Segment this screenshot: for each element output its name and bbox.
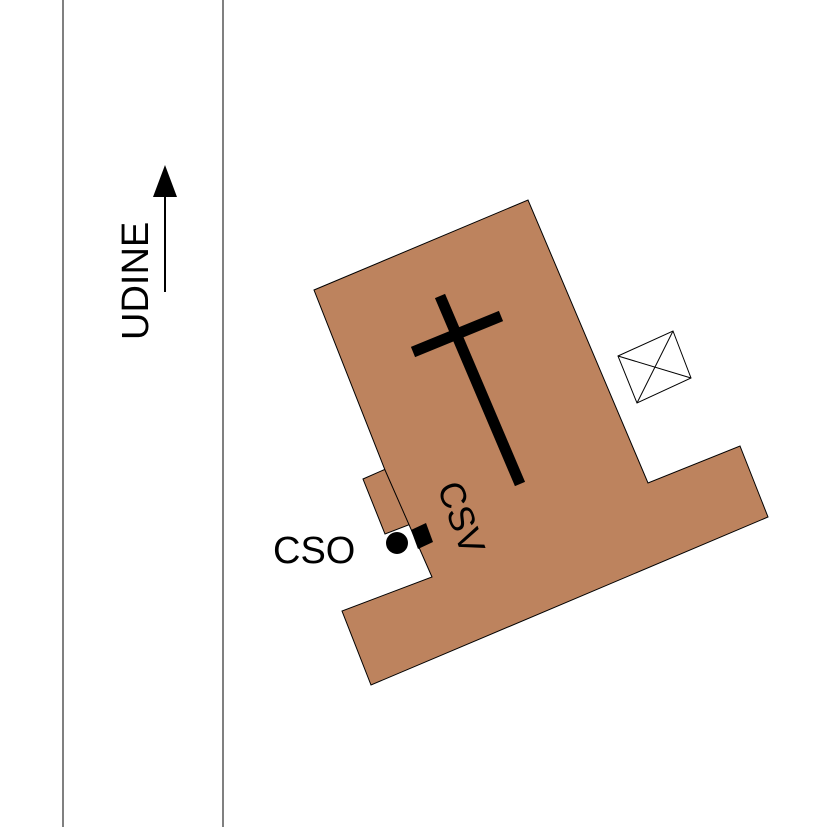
- north-arrow-icon: [153, 165, 177, 292]
- circle-marker-icon: [386, 532, 408, 554]
- road-direction-label: UDINE: [115, 222, 157, 340]
- marker-circle-label: CSO: [273, 530, 355, 572]
- cross-icon: [410, 293, 526, 487]
- church-building: [313, 199, 769, 686]
- square-marker-icon: [411, 523, 433, 549]
- bell-tower-icon: [617, 330, 692, 404]
